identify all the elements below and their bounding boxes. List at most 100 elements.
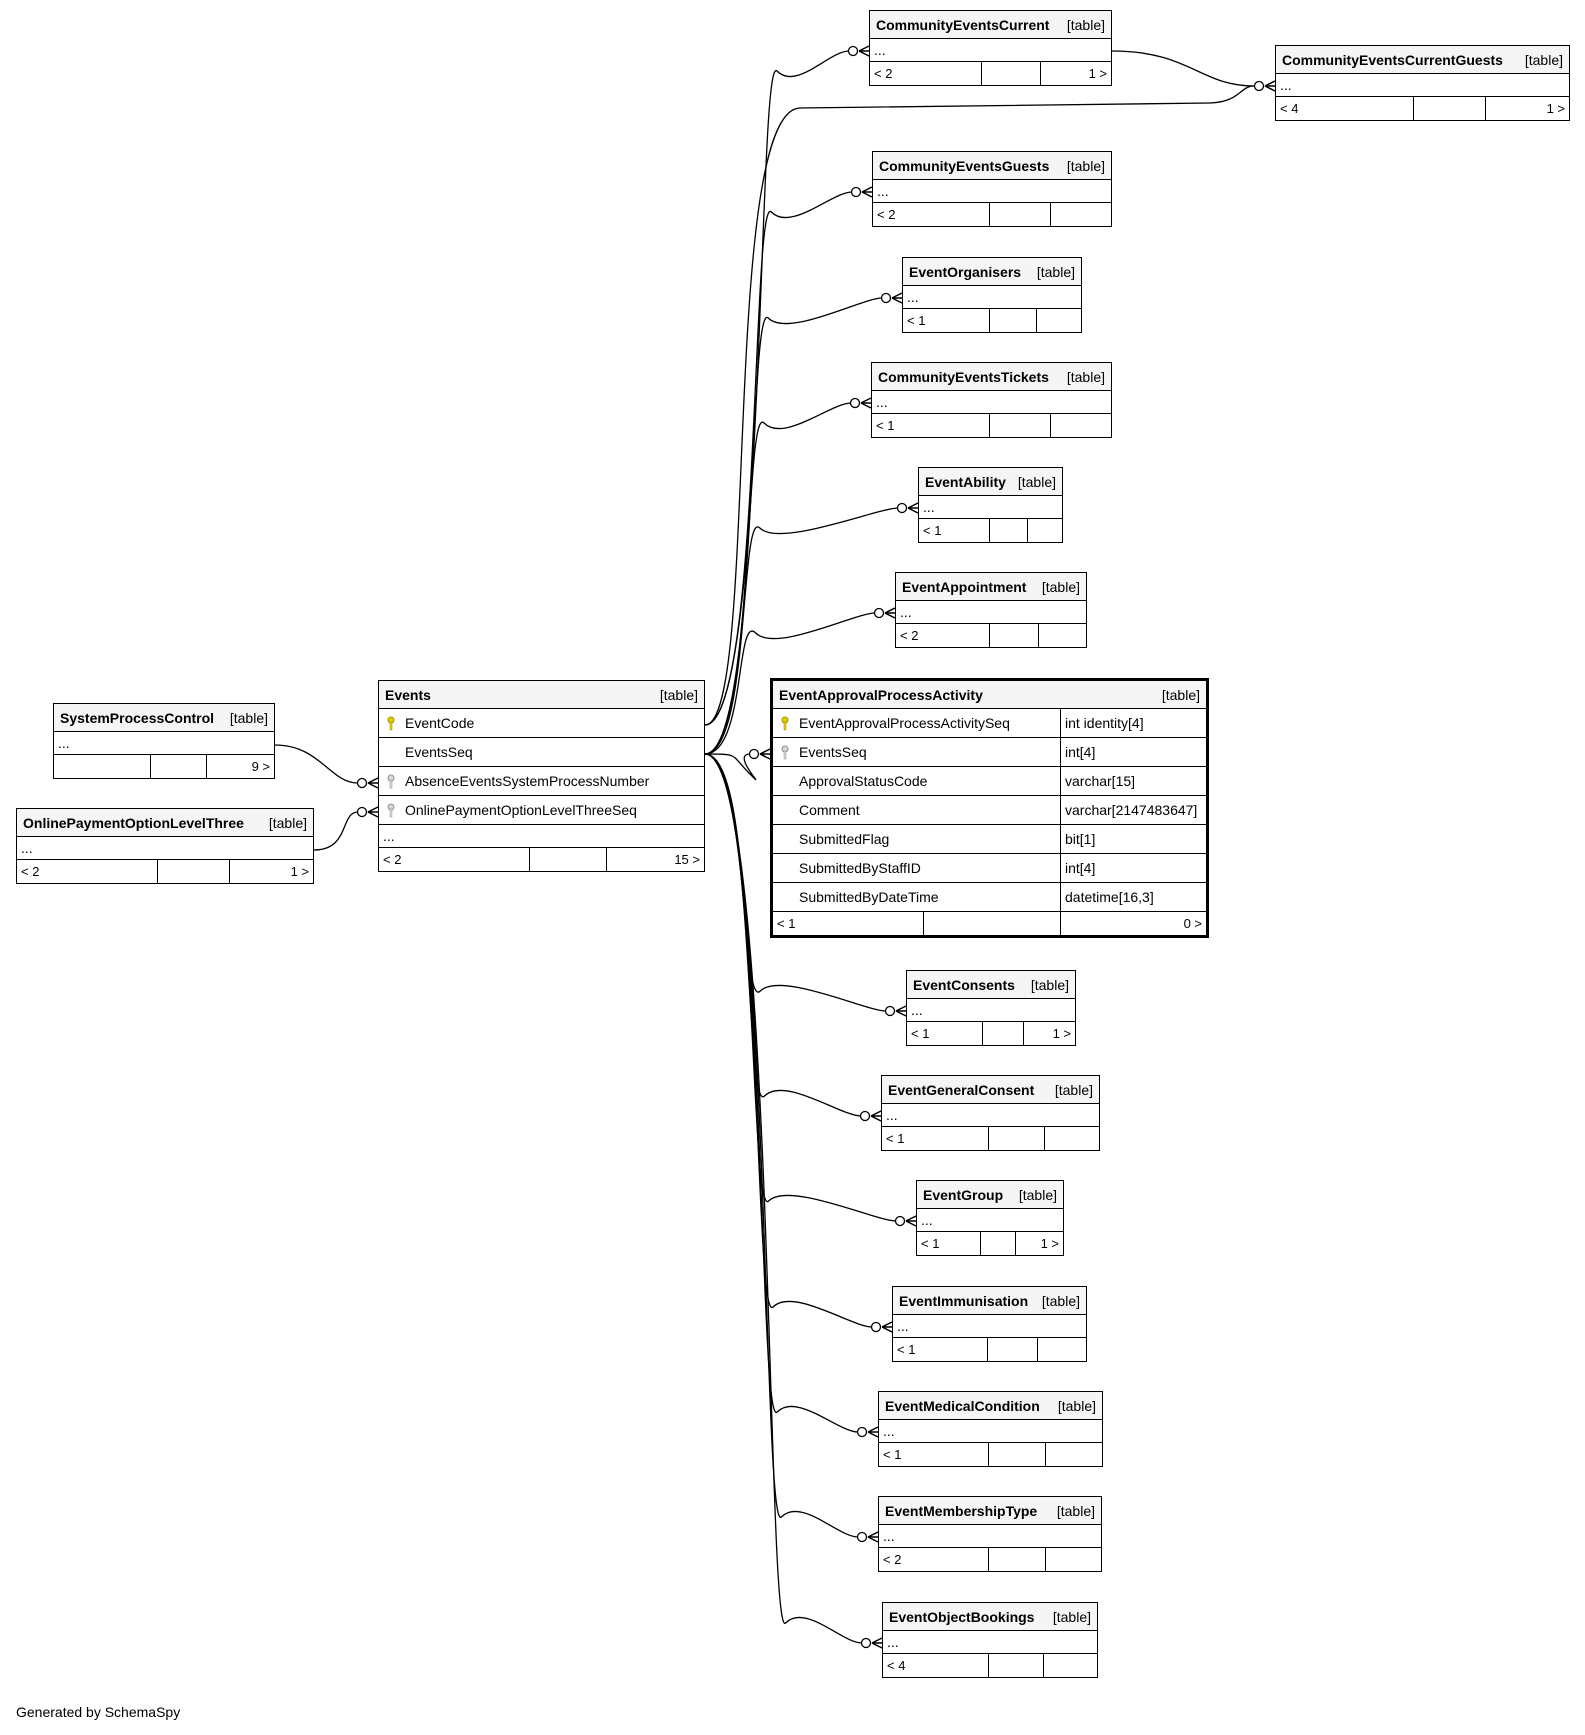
children-count: < 4 [1280,101,1299,116]
table-name: EventImmunisation [899,1292,1029,1309]
children-count: < 1 [911,1026,930,1041]
table-events[interactable]: Events[table] EventCode EventsSeq Absenc… [378,680,705,872]
children-count: < 1 [886,1131,905,1146]
table-event-organisers[interactable]: EventOrganisers[table] ... < 1 [902,257,1082,333]
more-columns: ... [923,499,935,515]
table-event-ability[interactable]: EventAbility[table] ... < 1 [918,467,1063,543]
footer-spacer [1413,97,1485,120]
more-columns: ... [874,42,886,58]
table-name: CommunityEventsTickets [878,368,1049,385]
column-type: int[4] [1060,854,1206,882]
table-kind: [table] [1018,1186,1057,1203]
table-kind: [table] [1161,686,1200,703]
table-system-process-control[interactable]: SystemProcessControl[table] ... 9 > [53,703,275,779]
crows-foot-marker [870,1321,893,1333]
table-event-appointment[interactable]: EventAppointment[table] ... < 2 [895,572,1087,648]
crows-foot-marker [847,45,870,57]
parents-count [1038,624,1086,647]
parents-count [1045,1443,1102,1466]
relationship-line [704,753,757,781]
table-community-events-current-guests[interactable]: CommunityEventsCurrentGuests[table] ... … [1275,45,1570,121]
relationship-line [704,753,887,1012]
crows-foot-marker [748,748,771,760]
crows-foot-marker [1253,80,1276,92]
footer-spacer [923,912,1060,935]
crows-foot-marker [880,292,903,304]
table-online-payment-option-level-three[interactable]: OnlinePaymentOptionLevelThree[table] ...… [16,808,314,884]
column-name: Comment [799,802,860,818]
table-name: Events [385,686,431,703]
parents-count: 9 > [206,755,274,778]
more-columns: ... [886,1107,898,1123]
relationship-line [704,507,899,755]
more-columns: ... [877,183,889,199]
column-name: SubmittedByDateTime [799,889,939,905]
children-count: < 1 [876,418,895,433]
parents-count [1045,1548,1101,1571]
primary-key-icon [781,716,789,731]
table-event-medical-condition[interactable]: EventMedicalCondition[table] ... < 1 [878,1391,1103,1467]
crows-foot-marker [856,1426,879,1438]
footer-spacer [989,414,1050,437]
table-event-general-consent[interactable]: EventGeneralConsent[table] ... < 1 [881,1075,1100,1151]
children-count: < 1 [921,1236,940,1251]
parents-count: 1 > [229,860,313,883]
parents-count [1037,1338,1086,1361]
children-count: < 2 [383,852,402,867]
children-count: < 1 [777,916,796,931]
more-columns: ... [887,1634,899,1650]
more-columns: ... [21,840,33,856]
column-type: bit[1] [1060,825,1206,853]
foreign-key-icon [387,774,395,789]
footer-spacer [989,203,1050,226]
table-kind: [table] [1066,368,1105,385]
relationship-line [704,191,853,726]
children-count: < 1 [897,1342,916,1357]
table-name: EventOrganisers [909,263,1022,280]
table-event-immunisation[interactable]: EventImmunisation[table] ... < 1 [892,1286,1087,1362]
parents-count [1036,309,1081,332]
parents-count: 15 > [606,848,704,871]
table-kind: [table] [1066,157,1105,174]
table-community-events-guests[interactable]: CommunityEventsGuests[table] ... < 2 [872,151,1112,227]
table-event-membership-type[interactable]: EventMembershipType[table] ... < 2 [878,1496,1102,1572]
table-name: OnlinePaymentOptionLevelThree [23,814,244,831]
table-kind: [table] [1030,976,1069,993]
footer-spacer [988,1654,1043,1677]
relationship-line [313,811,359,851]
table-event-approval-process-activity[interactable]: EventApprovalProcessActivity[table] Even… [770,678,1209,938]
table-kind: [table] [1017,473,1056,490]
more-columns: ... [897,1318,909,1334]
children-count: < 1 [907,313,926,328]
relationship-line [704,612,876,755]
table-name: EventMedicalCondition [885,1397,1040,1414]
foreign-key-icon [387,803,395,818]
crows-foot-marker [873,607,896,619]
table-event-object-bookings[interactable]: EventObjectBookings[table] ... < 4 [882,1602,1098,1678]
crows-foot-marker [859,1110,882,1122]
more-columns: ... [58,735,70,751]
children-count: < 4 [887,1658,906,1673]
table-community-events-tickets[interactable]: CommunityEventsTickets[table] ... < 1 [871,362,1112,438]
table-kind: [table] [1066,16,1105,33]
children-count: < 2 [877,207,896,222]
table-kind: [table] [1052,1608,1091,1625]
column-type: int identity[4] [1060,709,1206,737]
column-name: EventsSeq [405,744,473,760]
parents-count [1027,519,1062,542]
footer-spacer [529,848,606,871]
children-count: < 1 [883,1447,902,1462]
children-count: < 1 [923,523,942,538]
footer-spacer [989,309,1036,332]
more-columns: ... [883,1423,895,1439]
column-row: OnlinePaymentOptionLevelThreeSeq [379,796,704,825]
crows-foot-marker [356,777,379,789]
footer-spacer [988,1127,1044,1150]
children-count: < 2 [21,864,40,879]
table-kind: [table] [659,686,698,703]
table-name: SystemProcessControl [60,709,215,726]
